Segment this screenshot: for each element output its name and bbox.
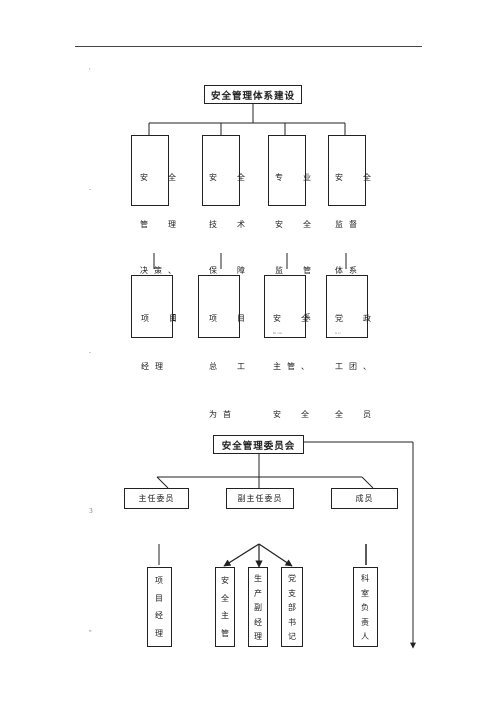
role-box-vice-chair: 副主任委员 xyxy=(226,488,294,509)
leader-line: 全 员 xyxy=(335,410,377,419)
leader-fine-print: ꙇꙇ ꙇꙇ xyxy=(335,331,341,335)
margin-mark: ' xyxy=(89,68,91,75)
unit-box-project-manager: 项目经理 xyxy=(147,567,172,647)
margin-mark: 3 xyxy=(89,508,93,515)
margin-mark: - xyxy=(89,186,92,193)
role-label: 副主任委员 xyxy=(237,494,283,503)
leader-line: 主管、 xyxy=(273,362,315,371)
system-box-oversight: 安 全 监督 体系 xyxy=(328,135,371,275)
leader-line: 经理 xyxy=(141,362,169,371)
system-line: 安 全 xyxy=(335,173,377,182)
unit-label: 安全主管 xyxy=(221,576,229,638)
system-line: 体系 xyxy=(335,266,363,275)
leader-line: 安 全 xyxy=(273,410,315,419)
unit-box-office-head: 科室负责人 xyxy=(353,567,378,647)
leader-line: 项 目 xyxy=(209,314,251,323)
leader-box-chief-engineer: 项 目 总 工 为首 xyxy=(198,275,245,419)
system-line: 安 全 xyxy=(209,173,251,182)
system-line: 安 全 xyxy=(275,219,317,229)
leader-line: 总 工 xyxy=(209,362,251,371)
unit-label: 党支部书记 xyxy=(288,574,296,641)
leader-box-pm: 项 目 经理 xyxy=(131,275,177,371)
leader-line: 工团、 xyxy=(335,362,377,371)
chart2-title: 安全管理委员会 xyxy=(221,440,296,452)
margin-mark: - xyxy=(89,349,92,356)
system-line: 保 障 xyxy=(209,266,251,275)
leader-line: 为首 xyxy=(209,410,237,419)
system-line: 管 理 xyxy=(140,219,182,229)
leader-line: 安 全 xyxy=(273,314,315,323)
role-box-member: 成员 xyxy=(331,488,398,509)
system-line: 监 管 xyxy=(275,266,317,275)
system-line: 专 业 xyxy=(275,173,317,182)
unit-label: 生产副经理 xyxy=(254,574,262,641)
unit-label: 项目经理 xyxy=(155,576,163,638)
unit-label: 科室负责人 xyxy=(361,574,369,641)
unit-box-safety-director: 安全主管 xyxy=(215,567,235,647)
leader-box-safety: 安 全 主管、 安 全 Ꙇꙇꙇ ꙇꙇꙇꙇ xyxy=(264,275,309,419)
header-rule xyxy=(75,46,422,47)
system-line: 安 全 xyxy=(140,173,182,182)
role-label: 成员 xyxy=(355,494,374,503)
system-line: 技 术 xyxy=(209,219,251,229)
system-line: 决策、 xyxy=(140,266,182,275)
chart1-title-box: 安全管理体系建设 xyxy=(204,85,302,104)
role-box-chair: 主任委员 xyxy=(124,488,189,509)
chart1-title: 安全管理体系建设 xyxy=(210,90,295,102)
chart2-title-box: 安全管理委员会 xyxy=(213,435,304,454)
role-label: 主任委员 xyxy=(138,494,175,503)
leader-box-party: 党 政 工团、 全 员 ꙇꙇ ꙇꙇ xyxy=(326,275,371,419)
margin-mark: " xyxy=(89,630,92,637)
unit-box-production-deputy: 生产副经理 xyxy=(248,567,268,647)
leader-line: 项 目 xyxy=(141,314,183,323)
leader-line: 党 政 xyxy=(335,314,377,323)
system-box-supervision-pro: 专 业 安 全 监 管 体 系 xyxy=(268,135,311,322)
unit-box-party-secretary: 党支部书记 xyxy=(281,567,303,647)
system-line: 监督 xyxy=(335,219,363,229)
leader-fine-print: Ꙇꙇꙇ ꙇꙇꙇꙇ xyxy=(273,331,283,335)
